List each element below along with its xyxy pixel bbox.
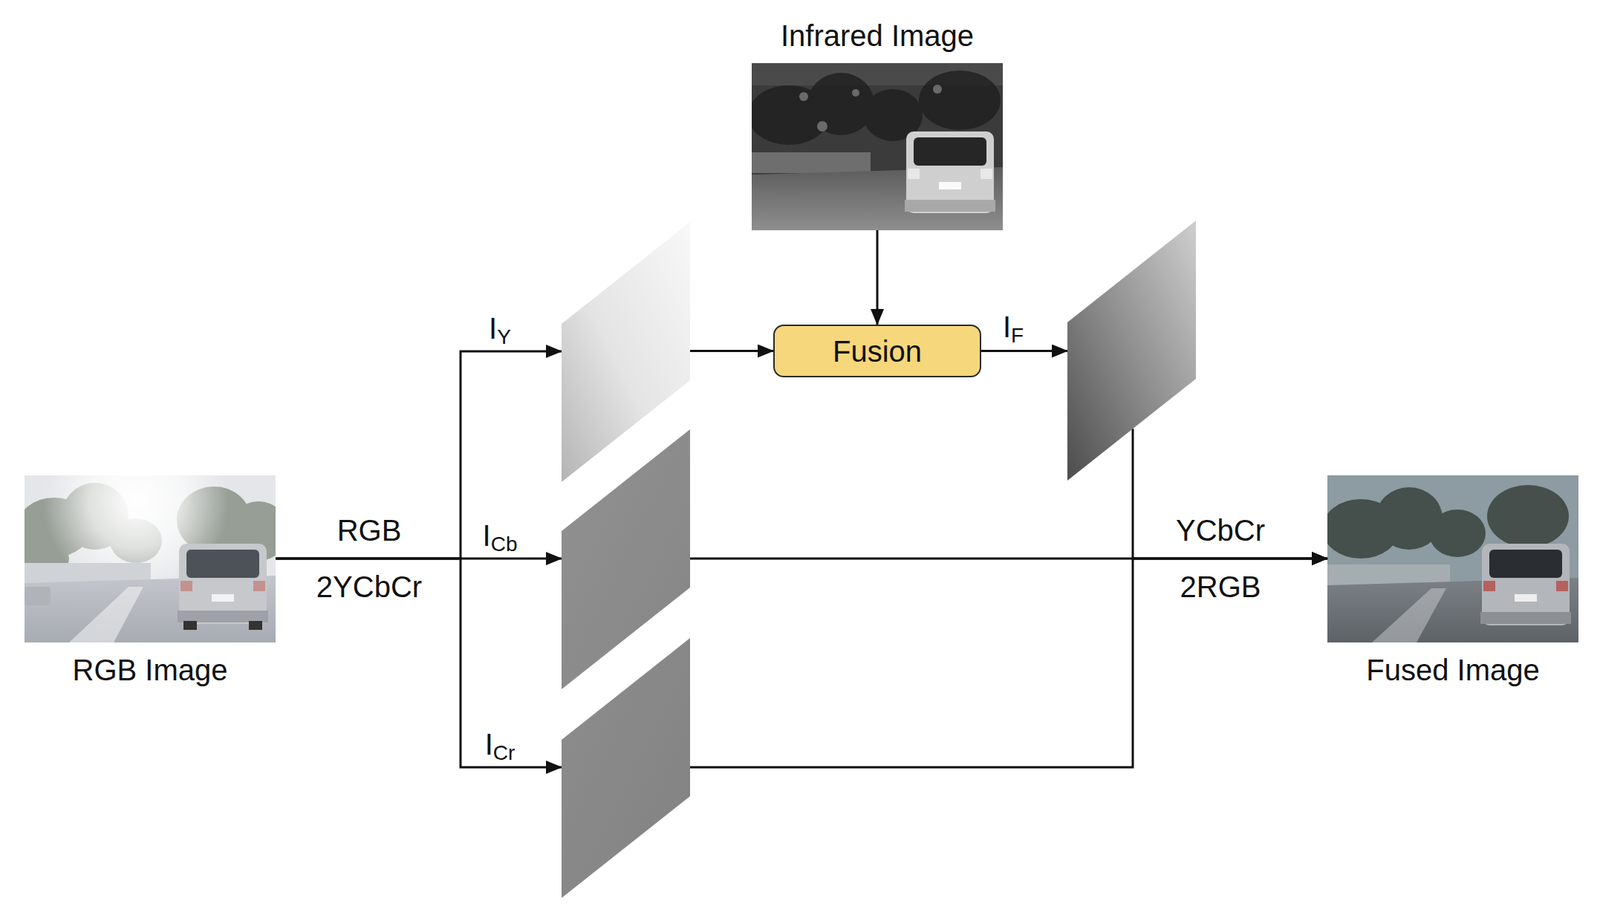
channel-image — [561, 222, 691, 483]
car-window — [913, 137, 987, 166]
channel-image — [1067, 220, 1196, 481]
channel-plane — [561, 638, 691, 899]
bumper — [904, 199, 996, 212]
image-caption: Infrared Image — [780, 18, 974, 53]
plate — [938, 181, 962, 190]
conversion-label: RGB 2YCbCr — [316, 502, 422, 616]
road-glare — [1371, 588, 1447, 643]
rgb-image: RGB Image — [24, 475, 276, 643]
infrared-photo — [751, 63, 1003, 231]
conversion-label: YCbCr 2RGB — [1175, 502, 1265, 616]
channel-image — [561, 638, 691, 899]
tree — [1429, 509, 1486, 558]
tree — [918, 70, 1001, 130]
channel-name: IF — [1002, 311, 1024, 347]
car-window — [1489, 549, 1563, 578]
spot — [932, 84, 942, 94]
channel-image — [561, 429, 691, 690]
fused-channel: IF — [1067, 220, 1196, 481]
process-name: Fusion — [832, 334, 922, 369]
wall — [1327, 564, 1450, 586]
connector-arrow — [275, 351, 562, 559]
road-glare — [69, 586, 144, 643]
tree — [807, 72, 875, 136]
channel-name: ICb — [482, 520, 518, 555]
channel-name: IY — [488, 313, 512, 348]
image-caption: RGB Image — [72, 652, 229, 688]
tail-light — [1483, 580, 1496, 592]
infrared-image: Infrared Image — [751, 63, 1003, 231]
rgb-photo — [24, 475, 276, 643]
cb-channel: ICb — [561, 429, 691, 690]
channel-plane — [561, 429, 691, 690]
channel-plane — [561, 222, 691, 483]
wheel — [183, 620, 197, 630]
spot — [799, 92, 809, 102]
luminance-channel: IY — [561, 222, 691, 483]
tail-light — [1556, 580, 1569, 592]
tail-light — [253, 580, 266, 592]
tail-light — [907, 168, 920, 180]
tree — [1487, 485, 1569, 548]
connector-arrow — [876, 230, 879, 325]
spot — [851, 89, 860, 97]
bumper — [177, 610, 269, 623]
fused-image: Fused Image — [1327, 475, 1579, 643]
tail-light — [980, 168, 993, 180]
small-car — [24, 586, 51, 606]
wheel — [248, 620, 263, 630]
channel-name: ICr — [485, 729, 516, 764]
connector-arrow — [690, 349, 774, 353]
fused-photo — [1327, 475, 1579, 643]
fusion-box: Fusion — [773, 324, 982, 378]
plate — [211, 594, 234, 602]
connector-arrow — [981, 349, 1068, 353]
leaf-spots — [799, 84, 942, 132]
car-window — [186, 549, 260, 578]
cr-channel: ICr — [561, 638, 691, 899]
channel-plane — [1067, 220, 1196, 481]
plate — [1514, 594, 1537, 602]
spot — [817, 121, 828, 132]
wall — [751, 152, 871, 174]
image-caption: Fused Image — [1366, 652, 1540, 688]
bumper — [1480, 612, 1572, 624]
tail-light — [180, 580, 193, 592]
